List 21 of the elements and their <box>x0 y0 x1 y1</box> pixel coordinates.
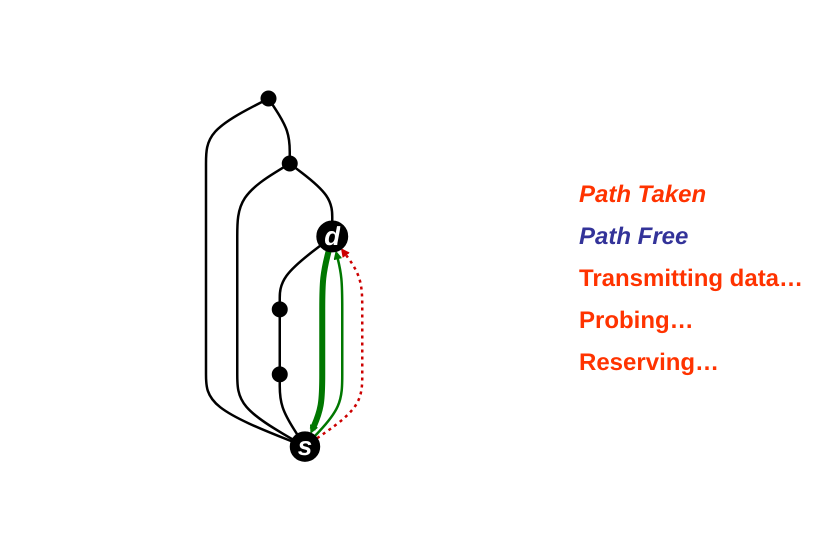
connector <box>278 317 282 368</box>
node-circle: s <box>290 432 321 462</box>
annotation-text: Transmitting data… <box>579 265 804 293</box>
connector <box>278 245 322 302</box>
annotation-text: Path Taken <box>579 181 708 209</box>
connector <box>278 382 298 436</box>
annotation-text: Probing… <box>579 307 695 335</box>
node-circle: d <box>316 220 349 253</box>
connector <box>272 104 292 156</box>
connector <box>205 101 292 443</box>
connector <box>295 168 334 222</box>
arrow <box>314 251 344 438</box>
connector <box>236 166 294 441</box>
node-circle <box>282 156 298 172</box>
arrow <box>316 248 364 440</box>
node-circle <box>272 302 288 318</box>
node-circle <box>272 366 288 383</box>
annotation-text: Reserving… <box>579 349 720 377</box>
node-circle <box>260 90 277 107</box>
annotation-text: Path Free <box>579 223 690 251</box>
arrow <box>310 251 332 434</box>
